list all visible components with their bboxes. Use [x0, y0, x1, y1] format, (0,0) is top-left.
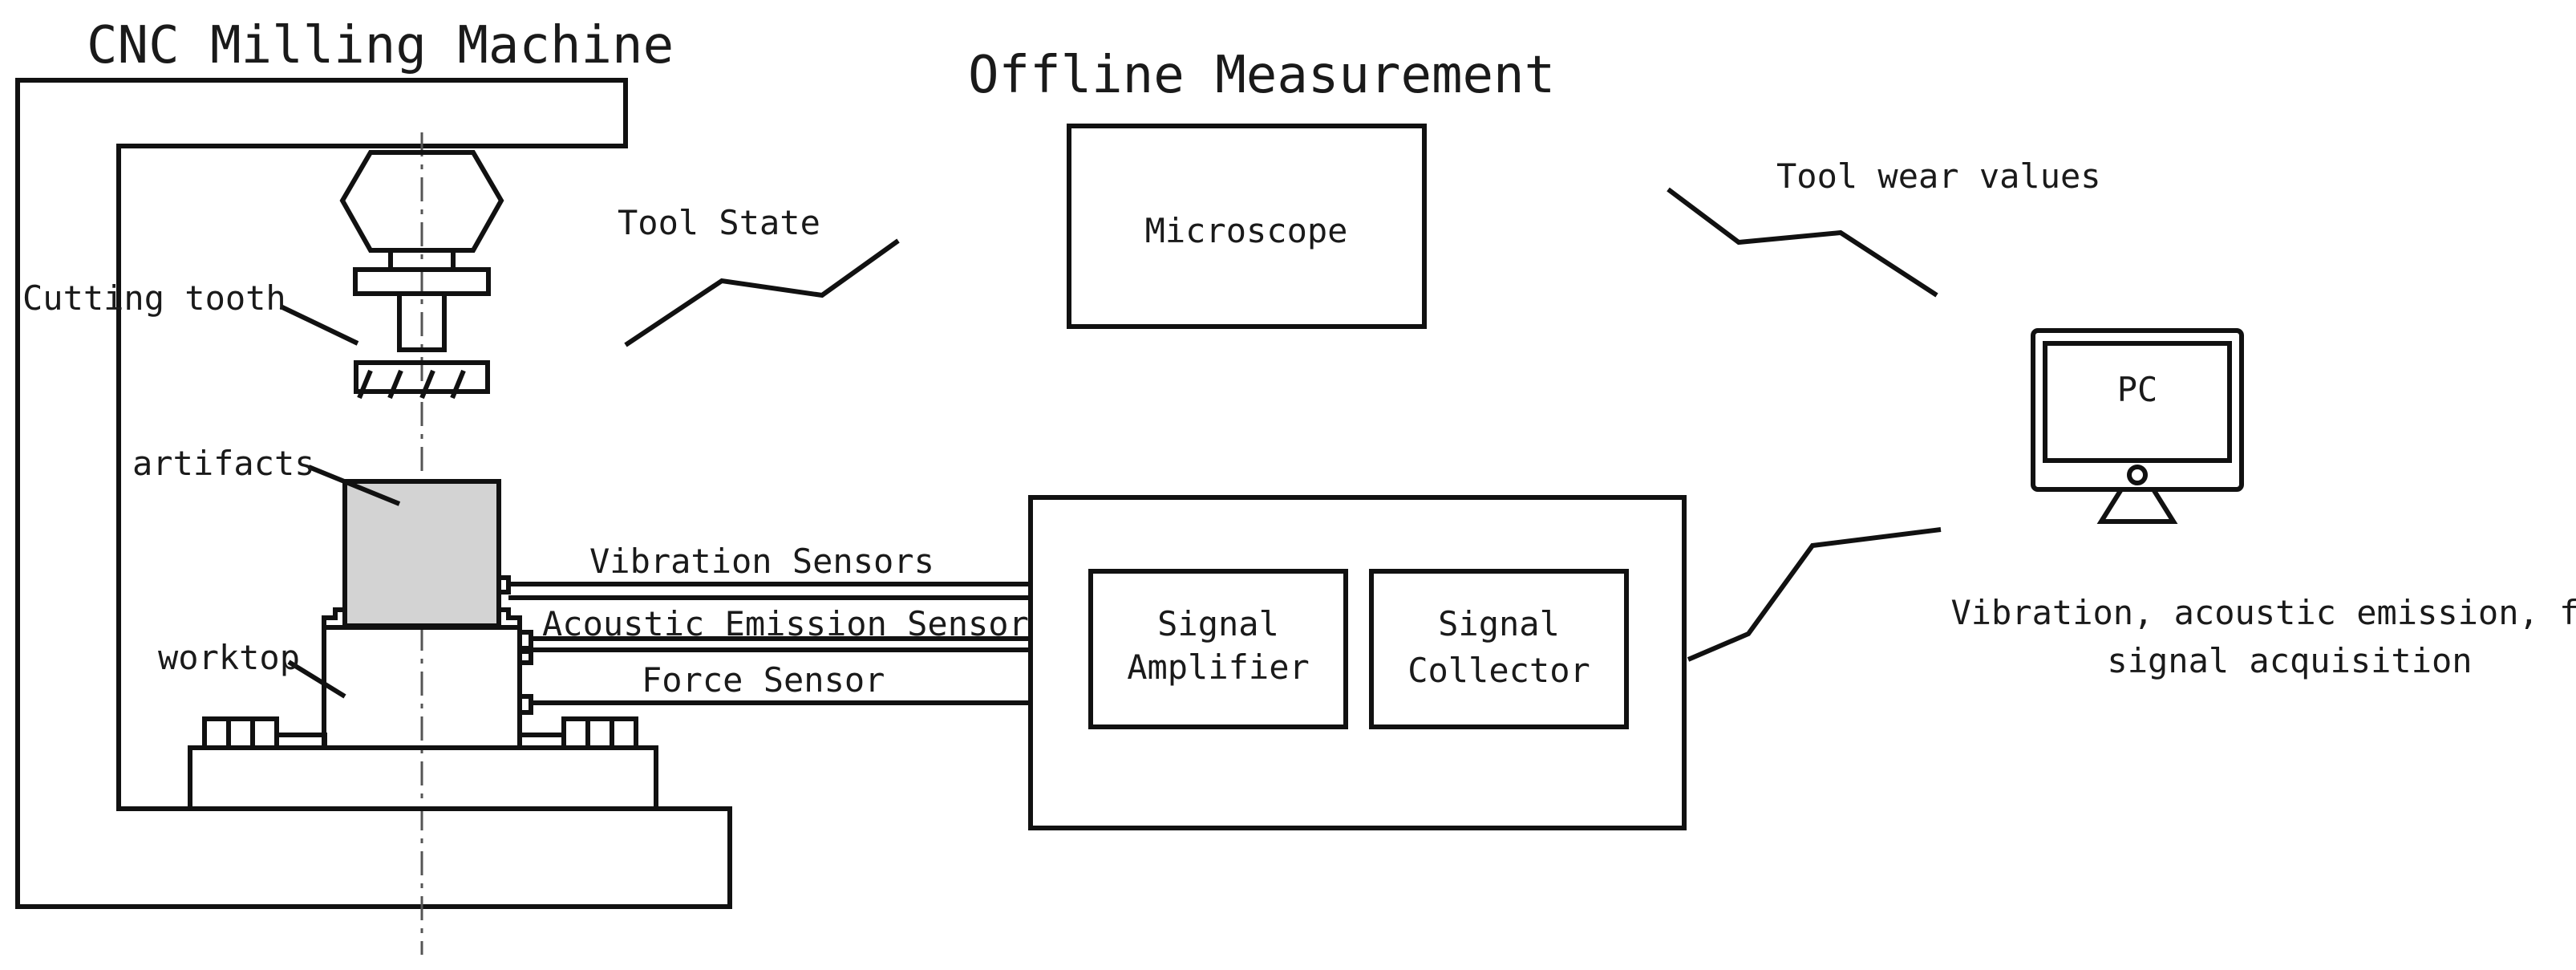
artifacts-label: artifacts [132, 444, 315, 483]
pc-monitor-screen [2043, 341, 2232, 463]
acquisition-connector [1687, 527, 1942, 662]
tool-state-connector [624, 238, 900, 347]
acoustic-emission-sensor-label: Acoustic Emission Sensor [542, 604, 1029, 643]
force-sensor-label: Force Sensor [642, 660, 885, 700]
spindle-head [339, 150, 504, 253]
microscope-box [1067, 124, 1427, 329]
machine-table [188, 745, 658, 811]
pc-power-button [2127, 465, 2148, 485]
signal-collector-label-1: Signal [1438, 604, 1560, 643]
pc-monitor-frame [2031, 328, 2244, 492]
signal-amplifier-box [1088, 569, 1348, 729]
cnc-machine-title: CNC Milling Machine [87, 16, 674, 75]
vibration-sensor-nub [496, 575, 511, 595]
clamp-bolt-left [202, 716, 279, 750]
force-sensor-nub [517, 694, 533, 715]
tool-wear-values-label: Tool wear values [1776, 156, 2101, 196]
worktop-base-plate-right [517, 733, 566, 750]
tool-wear-connector [1667, 187, 1938, 298]
signal-collector-box [1369, 569, 1629, 729]
offline-measurement-title: Offline Measurement [968, 46, 1555, 105]
worktop-base-plate [274, 733, 327, 750]
pc-monitor-stand [2096, 488, 2178, 524]
artifacts-leader [307, 465, 401, 506]
signal-cables [508, 582, 1031, 705]
tool-state-label: Tool State [618, 203, 820, 242]
tool-shank [397, 291, 447, 352]
worktop-leader [287, 660, 346, 699]
acquisition-label-1: Vibration, acoustic emission, force [1950, 593, 2576, 632]
vibration-sensors-label: Vibration Sensors [589, 542, 934, 581]
worktop-label: worktop [158, 638, 300, 677]
signal-amplifier-label-2: Amplifier [1127, 647, 1310, 687]
acquisition-enclosure [1028, 495, 1687, 830]
signal-amplifier-label-1: Signal [1157, 604, 1279, 643]
spindle-collar [388, 248, 456, 272]
acoustic-sensor-nub-2 [517, 649, 533, 665]
cutting-tooth-leader [279, 304, 359, 346]
pc-label: PC [2117, 370, 2158, 409]
clamp-bolt-right [561, 716, 638, 750]
acoustic-sensor-nub [517, 630, 533, 651]
microscope-label: Microscope [1145, 211, 1348, 250]
cutter-body [354, 360, 490, 394]
cutter-teeth [357, 369, 466, 400]
machine-frame [15, 78, 732, 909]
cutting-tooth-label: Cutting tooth [22, 278, 286, 318]
workpiece-artifact [342, 479, 501, 628]
acquisition-label-2: signal acquisition [2107, 641, 2472, 680]
signal-collector-label-2: Collector [1407, 651, 1590, 690]
